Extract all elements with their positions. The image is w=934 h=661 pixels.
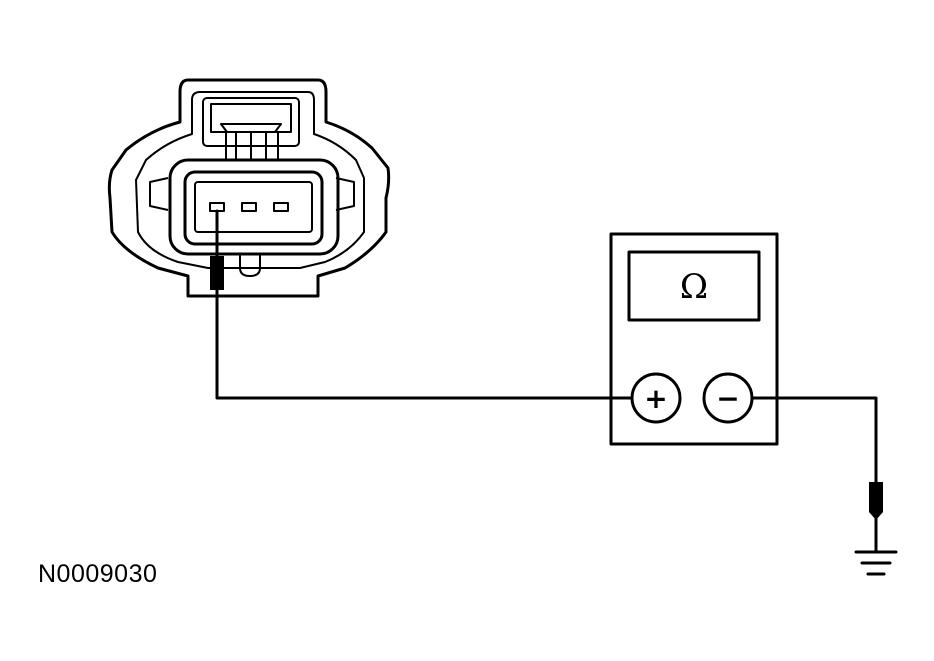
connector-pin-3 — [273, 202, 289, 212]
ground-icon — [854, 550, 898, 576]
probe-tip — [210, 256, 224, 290]
meter-ohm-symbol: Ω — [680, 267, 708, 307]
meter-positive-terminal — [630, 372, 682, 424]
connector-pin-cavity — [194, 181, 313, 233]
ohmmeter: Ω + − — [609, 232, 779, 446]
connector-left-ear — [149, 177, 169, 211]
ground-probe — [869, 482, 883, 554]
connector-face-inner — [183, 170, 324, 246]
back-probe — [210, 209, 224, 290]
negative-lead-wire — [750, 396, 878, 484]
figure-code: N0009030 — [38, 560, 158, 588]
ground-probe-clip — [869, 482, 883, 520]
meter-body — [609, 232, 779, 446]
negative-symbol: − — [716, 382, 739, 415]
connector-inner-contour — [135, 91, 365, 269]
connector-key — [239, 254, 261, 277]
connector-face-outer — [168, 158, 340, 256]
positive-symbol: + — [644, 382, 667, 415]
electrical-connector — [107, 78, 391, 298]
positive-lead-wire — [215, 288, 634, 400]
connector-outer-housing — [107, 78, 391, 298]
connector-pin-2 — [241, 202, 257, 212]
connector-right-ear — [335, 177, 355, 211]
latch-ridge — [220, 123, 282, 133]
meter-display — [627, 250, 761, 322]
